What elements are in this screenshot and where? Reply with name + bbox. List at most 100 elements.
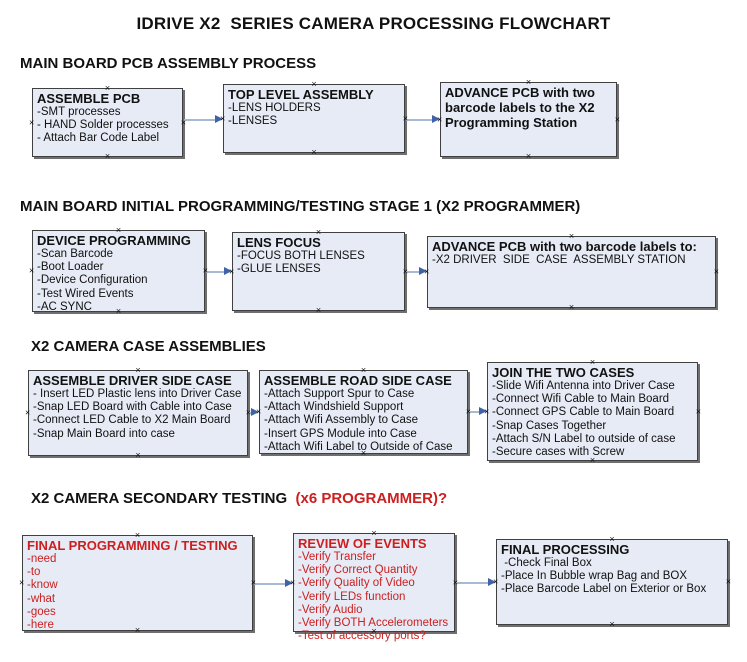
box-item: -Scan Barcode — [37, 248, 114, 260]
connection-handle-icon — [403, 114, 408, 123]
box-item: -Attach S/N Label to outside of case — [492, 432, 676, 445]
section-heading-case-assemblies: X2 CAMERA CASE ASSEMBLIES — [31, 338, 266, 355]
connection-handle-icon — [590, 358, 595, 367]
box-assemble-road-side-case: ASSEMBLE ROAD SIDE CASE -Attach Support … — [259, 370, 468, 454]
box-join-the-two-cases: JOIN THE TWO CASES -Slide Wifi Antenna i… — [487, 362, 698, 461]
box-item: -Test Wired Events — [37, 287, 134, 300]
box-item: -goes — [27, 605, 56, 618]
connection-handle-icon — [135, 451, 140, 460]
connection-handle-icon — [403, 267, 408, 276]
connection-handle-icon — [246, 409, 251, 418]
connection-handle-icon — [569, 232, 574, 241]
box-advance-pcb-driver-side-station: ADVANCE PCB with two barcode labels to: … — [427, 236, 716, 308]
section-heading-secondary-testing: X2 CAMERA SECONDARY TESTING (x6 PROGRAMM… — [31, 490, 447, 507]
box-item: -SMT processes — [37, 106, 121, 118]
section-heading-black-part: X2 CAMERA SECONDARY TESTING — [31, 490, 292, 507]
connection-handle-icon — [316, 306, 321, 315]
flow-arrow — [456, 578, 496, 587]
box-item: -AC SYNC — [37, 300, 92, 313]
flow-arrow — [206, 267, 232, 276]
box-title: REVIEW OF EVENTS — [298, 536, 427, 551]
connection-handle-icon — [726, 578, 731, 587]
box-title: ASSEMBLE DRIVER SIDE CASE — [33, 373, 232, 388]
flow-arrow — [406, 267, 427, 276]
box-title: FINAL PROGRAMMING / TESTING — [27, 538, 238, 553]
box-item: -Snap Main Board into case — [33, 427, 175, 440]
connection-handle-icon — [116, 307, 121, 316]
box-item: -Attach Windshield Support — [264, 401, 404, 414]
box-item: -Verify Quality of Video — [298, 577, 415, 590]
connection-handle-icon — [311, 80, 316, 89]
box-title: LENS FOCUS — [237, 235, 321, 250]
connection-handle-icon — [590, 456, 595, 465]
connection-handle-icon — [453, 578, 458, 587]
box-item: -Snap LED Board with Cable into Case — [33, 401, 232, 414]
box-device-programming: DEVICE PROGRAMMING -Scan Barcode -Boot L… — [29, 230, 208, 313]
box-item: - Insert LED Plastic lens into Driver Ca… — [33, 388, 242, 400]
box-item: -Snap Cases Together — [492, 419, 607, 432]
box-title: ASSEMBLE ROAD SIDE CASE — [264, 373, 452, 388]
box-item: -Attach Wifi Label to Outside of Case — [264, 440, 453, 453]
box-item: -Place In Bubble wrap Bag and BOX — [501, 570, 688, 583]
box-item: -need — [27, 553, 57, 565]
connection-handle-icon — [220, 114, 225, 123]
box-item: -know — [27, 579, 58, 592]
box-item: -Verify Audio — [298, 603, 363, 616]
box-title: TOP LEVEL ASSEMBLY — [228, 87, 374, 102]
connection-handle-icon — [135, 366, 140, 375]
connection-handle-icon — [29, 267, 34, 276]
box-title: ADVANCE PCB with two barcode labels to: — [432, 239, 697, 254]
connection-handle-icon — [526, 78, 531, 87]
flow-arrow — [406, 115, 440, 124]
connection-handle-icon — [311, 148, 316, 157]
box-item: -Verify Correct Quantity — [298, 564, 418, 577]
box-item: -Secure cases with Screw — [492, 446, 625, 459]
box-item: -GLUE LENSES — [237, 263, 321, 276]
box-item: -Verify BOTH Accelerometers — [298, 617, 449, 630]
connection-handle-icon — [290, 578, 295, 587]
box-advance-pcb-programming-station: ADVANCE PCB with two barcode labels to t… — [440, 82, 617, 157]
connection-handle-icon — [371, 627, 376, 636]
box-title: JOIN THE TWO CASES — [492, 365, 635, 380]
connection-handle-icon — [105, 152, 110, 161]
section-heading-initial-programming: MAIN BOARD INITIAL PROGRAMMING/TESTING S… — [20, 198, 581, 215]
flow-arrow — [254, 579, 293, 588]
box-item: -Attach Support Spur to Case — [264, 388, 415, 400]
connection-handle-icon — [714, 268, 719, 277]
connection-handle-icon — [135, 531, 140, 540]
box-item: -LENS HOLDERS — [228, 102, 321, 114]
box-title: ADVANCE PCB with two barcode labels to t… — [445, 85, 595, 130]
connection-handle-icon — [181, 118, 186, 127]
box-item: - HAND Solder processes — [37, 119, 169, 132]
box-item: -Connect GPS Cable to Main Board — [492, 406, 675, 419]
connection-handle-icon — [615, 115, 620, 124]
connection-handle-icon — [229, 267, 234, 276]
flow-arrow — [249, 408, 259, 417]
box-item: -Verify Transfer — [298, 551, 376, 563]
box-assemble-pcb: ASSEMBLE PCB -SMT processes - HAND Solde… — [32, 88, 183, 157]
connection-handle-icon — [696, 407, 701, 416]
connection-handle-icon — [484, 407, 489, 416]
box-item: -Check Final Box — [501, 557, 592, 569]
connection-handle-icon — [25, 409, 30, 418]
box-item: -Slide Wifi Antenna into Driver Case — [492, 380, 675, 392]
box-item: -Attach Wifi Assembly to Case — [264, 414, 419, 427]
connection-handle-icon — [256, 408, 261, 417]
connection-handle-icon — [19, 579, 24, 588]
connection-handle-icon — [609, 535, 614, 544]
box-final-processing: FINAL PROCESSING -Check Final Box -Place… — [496, 539, 728, 625]
box-item: -Test of accessory ports? — [298, 630, 426, 643]
box-item: -X2 DRIVER SIDE CASE ASSEMBLY STATION — [432, 254, 686, 266]
box-review-of-events: REVIEW OF EVENTS -Verify Transfer -Verif… — [290, 533, 458, 642]
connection-handle-icon — [493, 578, 498, 587]
box-title: DEVICE PROGRAMMING — [37, 233, 191, 248]
connection-handle-icon — [105, 84, 110, 93]
connection-handle-icon — [437, 115, 442, 124]
box-item: - Attach Bar Code Label — [37, 132, 160, 145]
connection-handle-icon — [361, 449, 366, 458]
box-top-level-assembly: TOP LEVEL ASSEMBLY -LENS HOLDERS -LENSES — [223, 84, 405, 153]
flow-arrow — [469, 407, 487, 416]
box-item: -Device Configuration — [37, 274, 148, 287]
connection-handle-icon — [203, 267, 208, 276]
